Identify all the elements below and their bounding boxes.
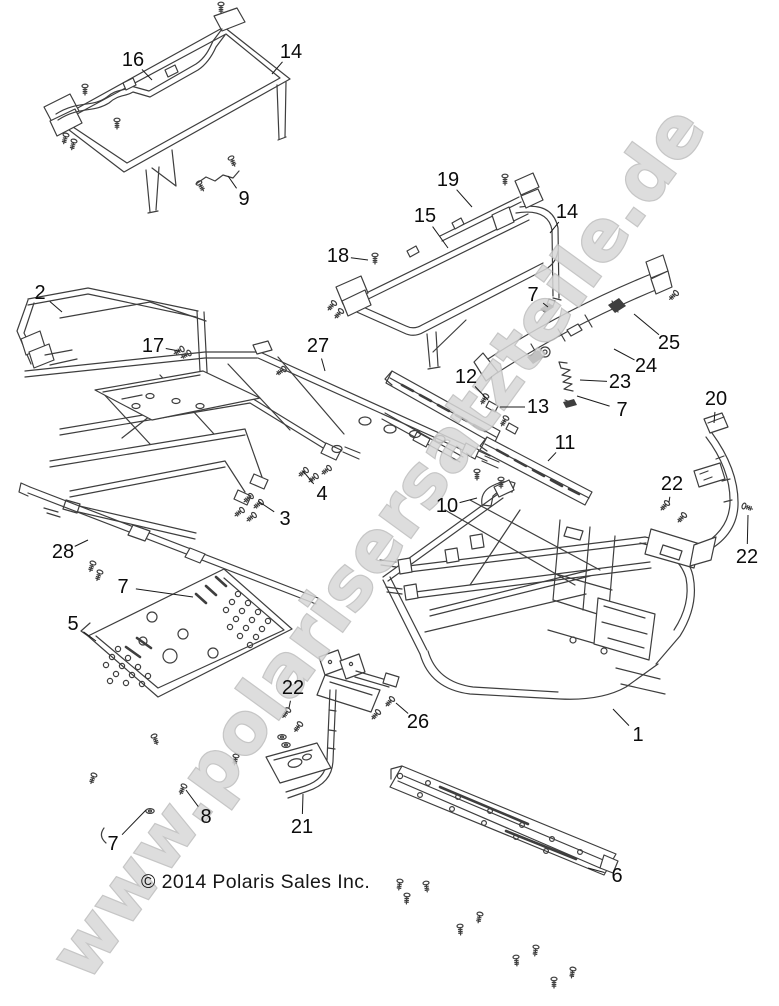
leader-line-17 xyxy=(165,347,180,352)
part-fastener-scatter xyxy=(87,732,577,989)
leader-line-18 xyxy=(350,257,369,261)
leader-line-10 xyxy=(459,497,478,504)
part-lower-plate xyxy=(389,765,619,876)
leader-line-12 xyxy=(474,386,489,401)
part-skid-plate xyxy=(80,568,293,698)
leader-line-7 xyxy=(576,395,610,407)
leader-line-25 xyxy=(633,313,660,336)
part-main-frame-rear xyxy=(369,476,696,722)
part-bumper-bracket xyxy=(644,412,755,569)
part-support-brace xyxy=(265,649,400,799)
leader-line-24 xyxy=(613,348,635,361)
leader-line-14 xyxy=(549,221,560,234)
leader-line-27 xyxy=(321,358,326,372)
leader-line-22 xyxy=(746,514,749,545)
part-support-rod xyxy=(18,482,319,605)
leader-line-15 xyxy=(432,226,449,249)
leader-line-21 xyxy=(301,793,304,815)
copyright-text: © 2014 Polaris Sales Inc. xyxy=(141,871,371,893)
leader-line-11 xyxy=(547,452,557,462)
leader-line-16 xyxy=(141,69,153,81)
leader-line-8 xyxy=(185,789,199,807)
leader-line-9 xyxy=(227,175,237,189)
leader-line-5 xyxy=(83,631,97,642)
leader-line-26 xyxy=(395,702,409,714)
leader-line-7 xyxy=(542,302,549,308)
leader-line-20 xyxy=(713,411,716,424)
leader-line-28 xyxy=(74,539,89,547)
part-main-frame-front xyxy=(16,287,500,540)
leader-line-3 xyxy=(257,500,275,513)
leader-line-6 xyxy=(587,867,605,874)
leader-line-22 xyxy=(288,700,291,709)
leader-line-23 xyxy=(579,379,608,382)
leader-line-22 xyxy=(668,496,671,503)
part-cargo-support-rack xyxy=(325,172,562,370)
leader-line-4 xyxy=(302,470,315,485)
part-closeoff-panel xyxy=(473,254,680,408)
leader-line-2 xyxy=(49,301,63,313)
part-rocker-rails xyxy=(381,370,593,507)
leader-line-1 xyxy=(612,708,630,726)
leader-line-14 xyxy=(271,61,283,75)
leader-line-7 xyxy=(121,809,147,836)
leader-line-7 xyxy=(135,588,194,598)
leader-line-19 xyxy=(456,189,473,208)
part-rear-rack-frame xyxy=(43,1,291,214)
